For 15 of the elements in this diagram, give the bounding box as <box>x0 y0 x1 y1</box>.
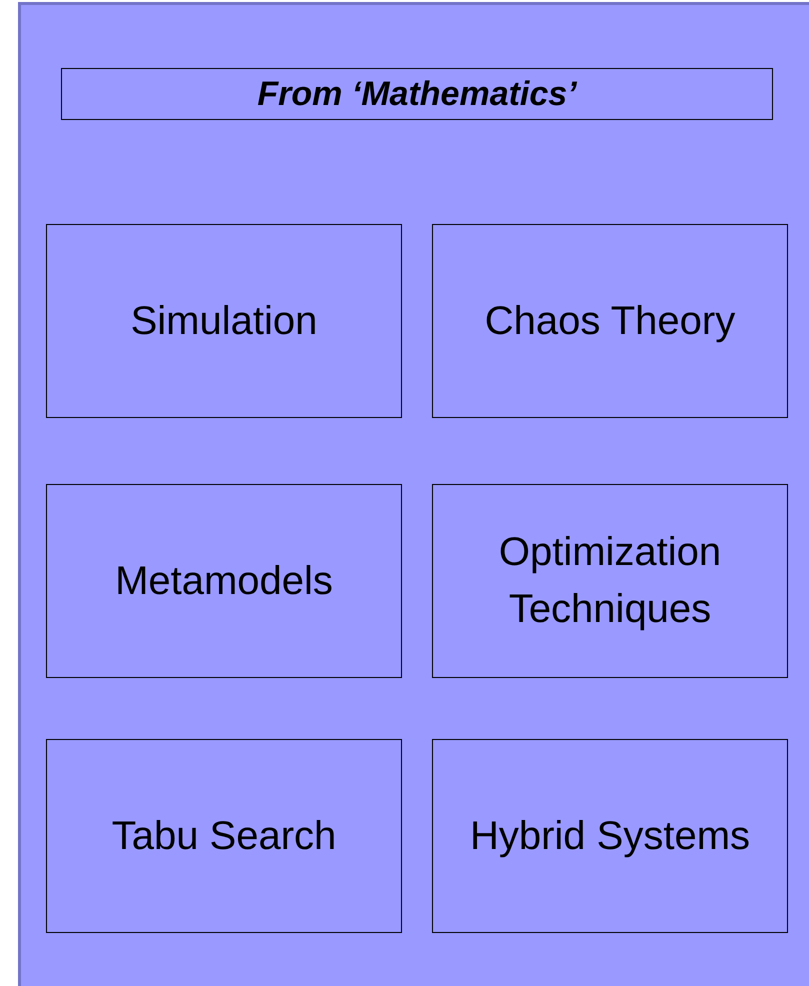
topic-box <box>432 224 788 418</box>
topic-label: Simulation <box>130 298 318 344</box>
heading-box <box>61 68 773 120</box>
topic-box <box>46 224 402 418</box>
topic-label: Metamodels <box>115 558 333 604</box>
panel-background <box>18 2 809 986</box>
topic-label: Chaos Theory <box>484 298 736 344</box>
topic-box <box>432 484 788 678</box>
topic-label: Hybrid Systems <box>470 812 750 860</box>
topic-box <box>432 739 788 933</box>
topic-label: Optimization Techniques <box>498 529 722 633</box>
heading-text: From ‘Mathematics’ <box>257 74 577 114</box>
topic-box <box>46 484 402 678</box>
topic-label: Tabu Search <box>112 812 336 860</box>
topic-box <box>46 739 402 933</box>
